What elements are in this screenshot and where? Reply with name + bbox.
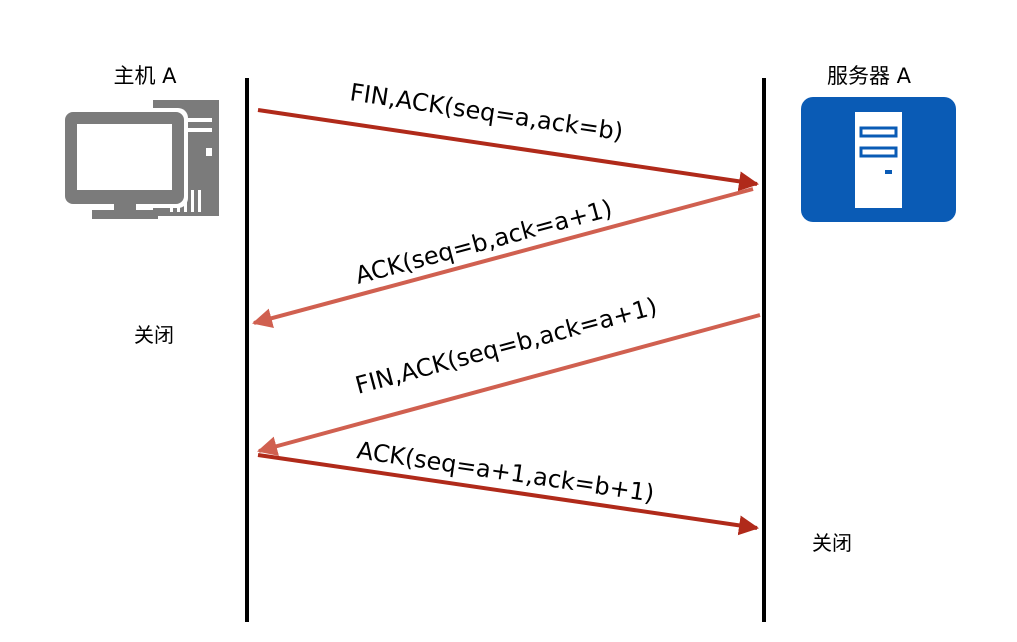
- server-label: 服务器 A: [827, 64, 912, 88]
- host-label: 主机 A: [113, 64, 177, 88]
- server-closed-label: 关闭: [812, 531, 852, 555]
- message-arrow-3: [257, 313, 761, 456]
- server-icon: [801, 97, 956, 222]
- message-label-1: FIN,ACK(seq=a,ack=b): [348, 78, 625, 146]
- message-label-2: ACK(seq=b,ack=a+1): [352, 194, 615, 290]
- host-closed-label: 关闭: [134, 323, 174, 347]
- message-label-4: ACK(seq=a+1,ack=b+1): [355, 436, 656, 508]
- desktop-computer-icon: [61, 100, 219, 219]
- message-arrow-2: [252, 187, 754, 328]
- message-arrow-4: [257, 453, 759, 536]
- message-arrow-1: [257, 108, 759, 192]
